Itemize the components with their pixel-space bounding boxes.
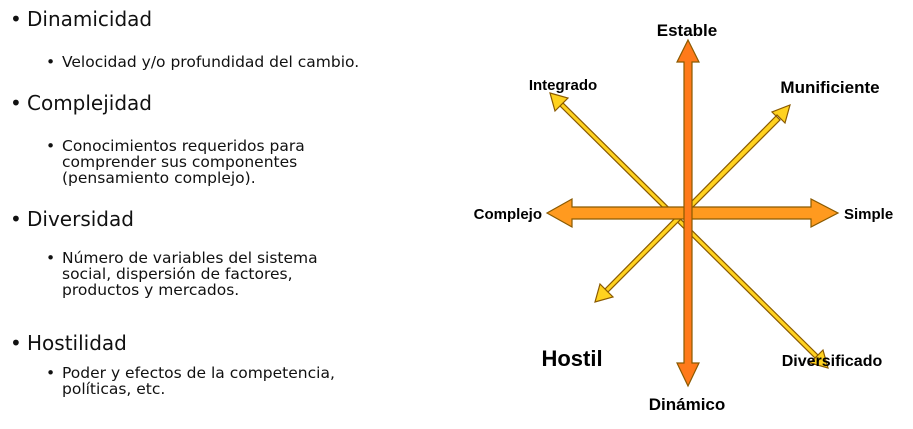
sub-bullet-complejidad: • Conocimientos requeridos para comprend… [46,138,366,186]
bullet-title: Dinamicidad [27,7,153,31]
label-complejo: Complejo [474,206,542,223]
label-munificiente: Munificiente [780,78,879,97]
sub-bullet-dot-icon: • [46,249,56,267]
label-dinamico: Dinámico [649,395,726,414]
bullet-detail: Velocidad y/o profundidad del cambio. [62,53,360,71]
sub-bullet-diversidad: • Número de variables del sistema social… [46,250,366,298]
sub-bullet-dot-icon: • [46,364,56,382]
bullet-title: Diversidad [27,207,134,231]
sub-bullet-dinamicidad: • Velocidad y/o profundidad del cambio. [46,54,366,70]
bullet-detail: Poder y efectos de la competencia, polít… [62,364,335,398]
environment-dimensions-diagram: Estable Dinámico Complejo Simple Integra… [460,0,913,429]
label-diversificado: Diversificado [782,353,883,370]
diagram-svg: Estable Dinámico Complejo Simple Integra… [474,21,894,414]
bullet-title: Complejidad [27,91,152,115]
bullet-title: Hostilidad [27,331,127,355]
label-hostil: Hostil [541,346,602,371]
label-integrado: Integrado [529,77,597,94]
bullet-list: • Dinamicidad • Velocidad y/o profundida… [0,0,380,429]
bullet-dot-icon: • [10,91,22,115]
bullet-detail: Conocimientos requeridos para comprender… [62,137,305,187]
sub-bullet-hostilidad: • Poder y efectos de la competencia, pol… [46,365,366,397]
label-estable: Estable [657,21,717,40]
bullet-dot-icon: • [10,207,22,231]
sub-bullet-dot-icon: • [46,137,56,155]
bullet-detail: Número de variables del sistema social, … [62,249,318,299]
vertical-arrow-estable-dinamico [676,38,700,388]
bullet-dot-icon: • [10,331,22,355]
bullet-dot-icon: • [10,7,22,31]
sub-bullet-dot-icon: • [46,53,56,71]
label-simple: Simple [844,206,893,223]
